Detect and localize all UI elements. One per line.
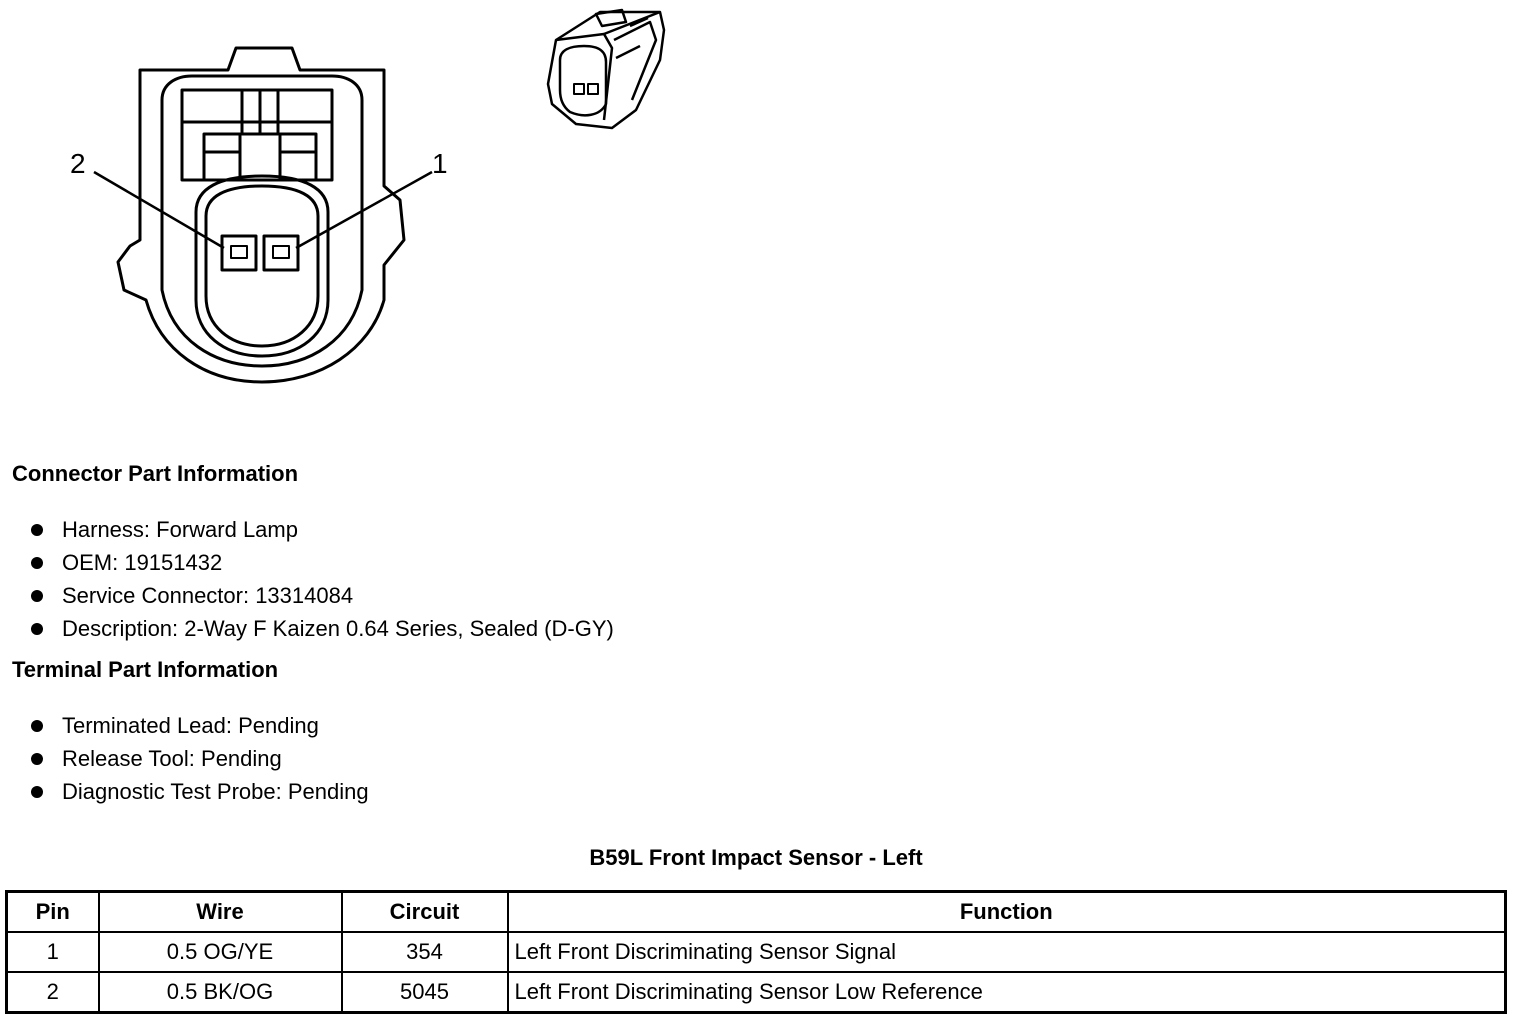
list-item-text: OEM: 19151432 bbox=[62, 550, 223, 575]
connector-isometric-diagram bbox=[546, 8, 666, 130]
column-header-function: Function bbox=[506, 890, 1507, 933]
connector-info-list: Harness: Forward Lamp OEM: 19151432 Serv… bbox=[28, 513, 614, 645]
list-item: Harness: Forward Lamp bbox=[28, 513, 614, 546]
list-item-text: Diagnostic Test Probe: Pending bbox=[62, 779, 369, 804]
list-item-text: Service Connector: 13314084 bbox=[62, 583, 354, 608]
wire-cell: 0.5 BK/OG bbox=[97, 971, 343, 1014]
table-header-row: Pin Wire Circuit Function bbox=[5, 890, 1507, 933]
bullet-icon bbox=[31, 589, 43, 602]
function-cell: Left Front Discriminating Sensor Signal bbox=[506, 931, 1507, 973]
list-item-text: Release Tool: Pending bbox=[62, 746, 282, 771]
circuit-cell: 354 bbox=[340, 931, 509, 973]
table-row: 1 0.5 OG/YE 354 Left Front Discriminatin… bbox=[5, 931, 1507, 973]
bullet-icon bbox=[31, 752, 43, 765]
list-item: OEM: 19151432 bbox=[28, 546, 614, 579]
pin-cell: 1 bbox=[5, 931, 100, 973]
bullet-icon bbox=[31, 719, 43, 732]
list-item: Diagnostic Test Probe: Pending bbox=[28, 775, 369, 808]
table-row: 2 0.5 BK/OG 5045 Left Front Discriminati… bbox=[5, 971, 1507, 1014]
table-title: B59L Front Impact Sensor - Left bbox=[589, 845, 923, 870]
pin-2-callout: 2 bbox=[70, 148, 86, 179]
bullet-icon bbox=[31, 556, 43, 569]
circuit-cell: 5045 bbox=[340, 971, 509, 1014]
list-item: Terminated Lead: Pending bbox=[28, 709, 369, 742]
column-header-pin: Pin bbox=[5, 890, 100, 933]
list-item: Description: 2-Way F Kaizen 0.64 Series,… bbox=[28, 612, 614, 645]
pin-1-callout: 1 bbox=[432, 148, 448, 179]
function-cell: Left Front Discriminating Sensor Low Ref… bbox=[506, 971, 1507, 1014]
list-item-text: Harness: Forward Lamp bbox=[62, 517, 298, 542]
pin-cell: 2 bbox=[5, 971, 100, 1014]
list-item-text: Terminated Lead: Pending bbox=[62, 713, 319, 738]
connector-info-heading: Connector Part Information bbox=[12, 461, 299, 486]
list-item-text: Description: 2-Way F Kaizen 0.64 Series,… bbox=[62, 616, 614, 641]
pinout-table: Pin Wire Circuit Function 1 0.5 OG/YE 35… bbox=[5, 890, 1507, 1014]
terminal-info-list: Terminated Lead: Pending Release Tool: P… bbox=[28, 709, 369, 808]
list-item: Release Tool: Pending bbox=[28, 742, 369, 775]
column-header-circuit: Circuit bbox=[340, 890, 509, 933]
wire-cell: 0.5 OG/YE bbox=[97, 931, 343, 973]
column-header-wire: Wire bbox=[97, 890, 343, 933]
list-item: Service Connector: 13314084 bbox=[28, 579, 614, 612]
connector-face-diagram bbox=[93, 46, 433, 384]
bullet-icon bbox=[31, 785, 43, 798]
bullet-icon bbox=[31, 622, 43, 635]
bullet-icon bbox=[31, 523, 43, 536]
terminal-info-heading: Terminal Part Information bbox=[12, 657, 279, 682]
